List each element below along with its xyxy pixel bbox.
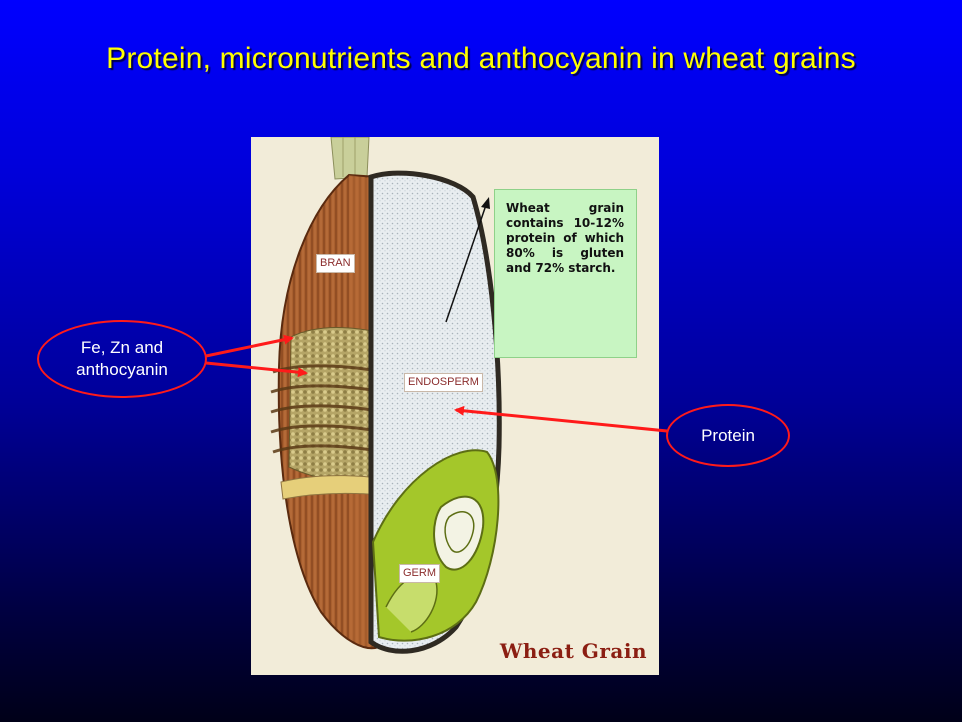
stalk <box>331 137 369 179</box>
germ-label: GERM <box>399 564 440 583</box>
fe-zn-anthocyanin-label: Fe, Zn and anthocyanin <box>57 337 187 381</box>
fe-zn-anthocyanin-callout: Fe, Zn and anthocyanin <box>37 320 207 398</box>
endosperm-label: ENDOSPERM <box>404 373 483 392</box>
slide-title: Protein, micronutrients and anthocyanin … <box>0 42 962 76</box>
figure-caption: Wheat Grain <box>500 639 647 663</box>
protein-label: Protein <box>701 425 755 447</box>
info-text: Wheat grain contains 10-12% protein of w… <box>506 201 624 276</box>
wheat-grain-figure: BRAN ENDOSPERM GERM Wheat grain contains… <box>251 137 659 675</box>
bran-label: BRAN <box>316 254 355 273</box>
protein-callout: Protein <box>666 404 790 467</box>
